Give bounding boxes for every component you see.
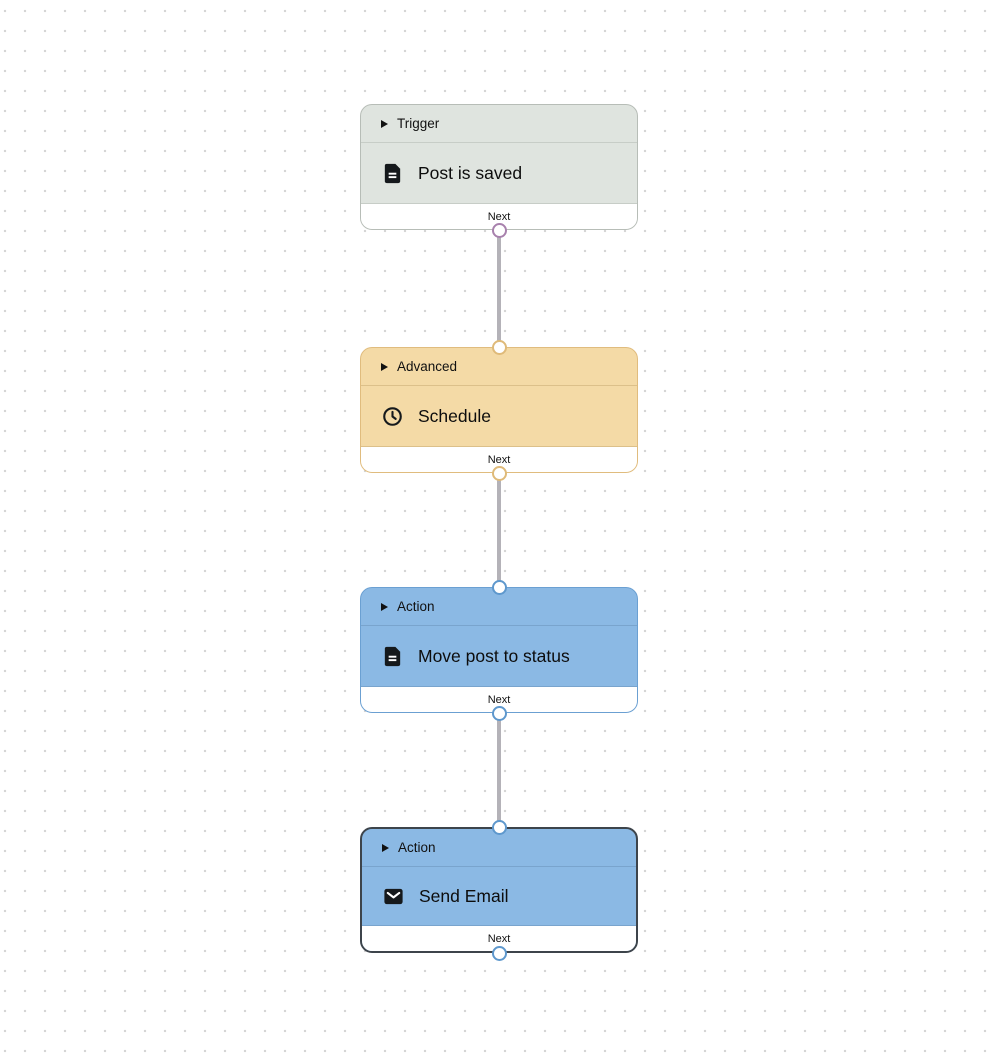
node-header[interactable]: Advanced	[361, 348, 637, 386]
node-trigger-post-is-saved[interactable]: Trigger Post is saved Next	[360, 104, 638, 230]
node-header[interactable]: Action	[361, 588, 637, 626]
collapse-arrow-icon[interactable]	[382, 843, 389, 852]
node-body[interactable]: Send Email	[362, 867, 636, 925]
node-next-label: Next	[361, 446, 637, 472]
node-body[interactable]: Post is saved	[361, 143, 637, 203]
document-icon	[381, 162, 404, 185]
collapse-arrow-icon[interactable]	[381, 602, 388, 611]
output-port[interactable]	[491, 465, 507, 481]
connector-line	[497, 230, 501, 347]
connector-line	[497, 713, 501, 827]
envelope-icon	[382, 885, 405, 908]
node-title: Post is saved	[418, 162, 523, 183]
node-advanced-schedule[interactable]: Advanced Schedule Next	[360, 347, 638, 473]
input-port[interactable]	[491, 819, 507, 835]
clock-icon	[381, 405, 404, 428]
node-category-label: Action	[397, 598, 435, 614]
collapse-arrow-icon[interactable]	[381, 362, 388, 371]
node-category-label: Advanced	[397, 358, 458, 374]
connector-line	[497, 473, 501, 587]
output-port[interactable]	[491, 705, 507, 721]
output-port[interactable]	[491, 945, 507, 961]
node-header[interactable]: Trigger	[361, 105, 637, 143]
node-action-move-post-to-status[interactable]: Action Move post to status Next	[360, 587, 638, 713]
document-icon	[381, 645, 404, 668]
node-title: Move post to status	[418, 645, 570, 666]
node-action-send-email[interactable]: Action Send Email Next	[360, 827, 638, 953]
node-title: Send Email	[419, 885, 509, 906]
input-port[interactable]	[491, 339, 507, 355]
output-port[interactable]	[491, 222, 507, 238]
input-port[interactable]	[491, 579, 507, 595]
node-category-label: Action	[398, 839, 436, 855]
node-header[interactable]: Action	[362, 829, 636, 867]
node-title: Schedule	[418, 405, 491, 426]
collapse-arrow-icon[interactable]	[381, 119, 388, 128]
node-body[interactable]: Schedule	[361, 386, 637, 446]
node-category-label: Trigger	[397, 115, 440, 131]
node-body[interactable]: Move post to status	[361, 626, 637, 686]
